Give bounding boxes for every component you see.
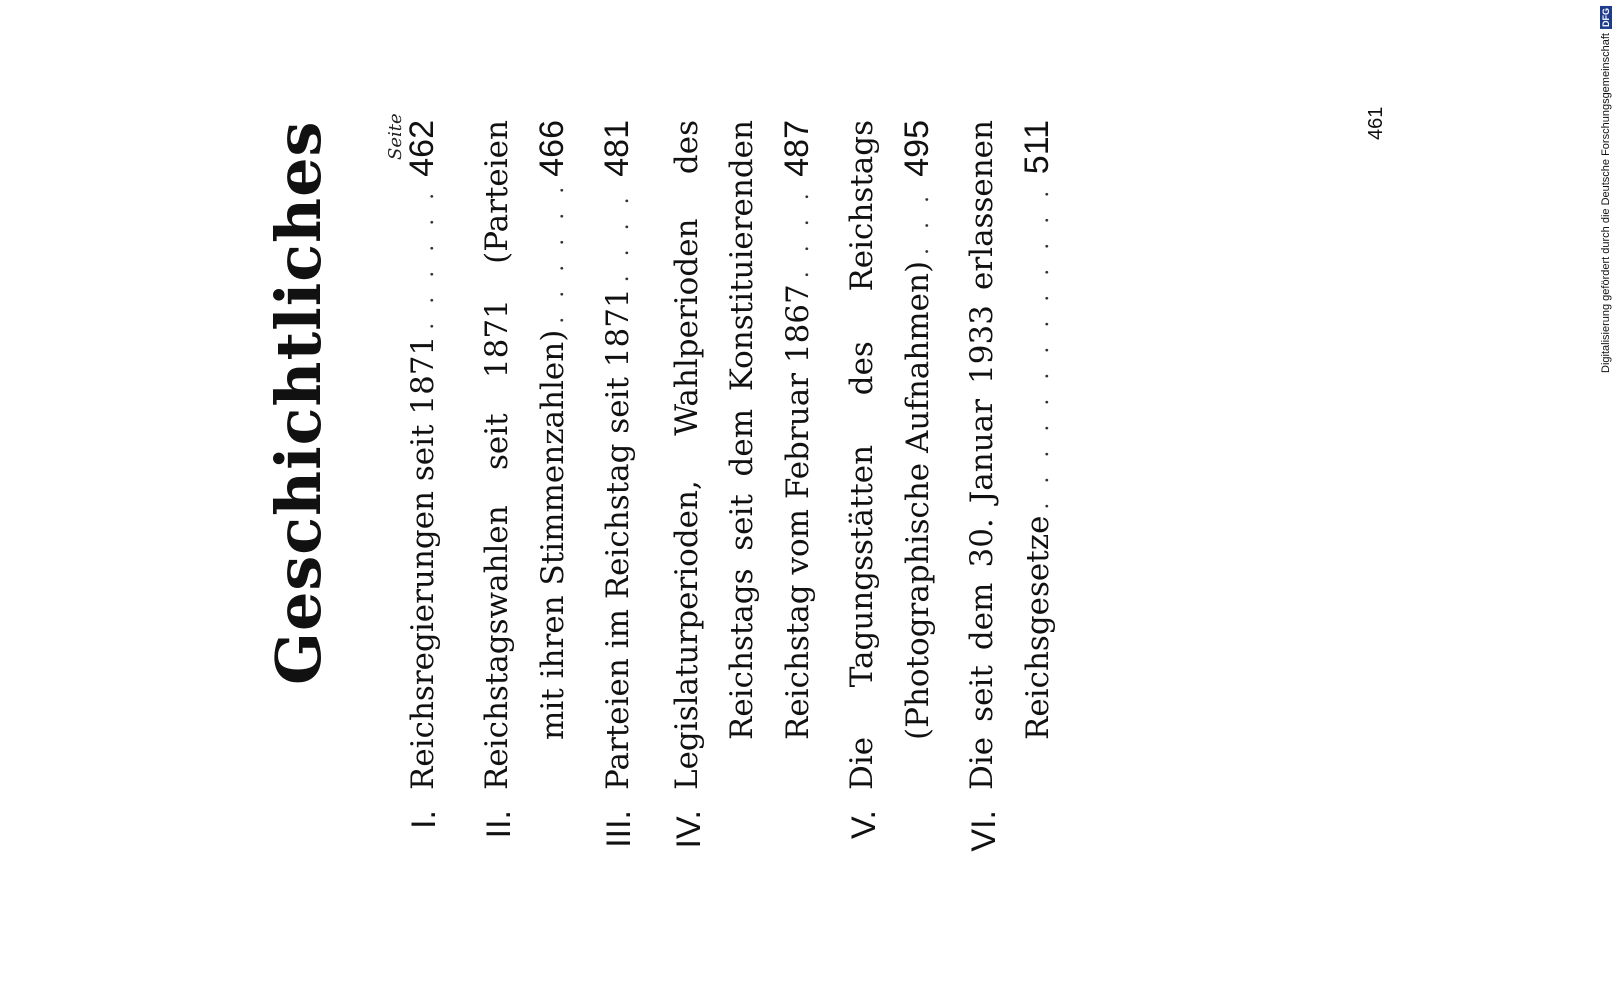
toc-entry-numeral: IV.	[670, 810, 708, 849]
toc-entry-title: Die Tagungsstätten des Reichstags	[844, 120, 880, 790]
toc-entry-page: 487	[778, 120, 816, 177]
toc-entry-numeral: I.	[405, 810, 443, 829]
toc-entry-title: (Photographische Aufnahmen)	[900, 260, 936, 740]
toc-entry-page: 462	[403, 120, 441, 177]
toc-entry-numeral: VI.	[965, 810, 1003, 852]
toc-entry-title: Reichsregierungen seit 1871	[405, 335, 441, 790]
dot-leader: . . . . . . . . . . . . . . . . . . . . …	[894, 186, 949, 255]
dot-leader: . . . . . . . . . . . . . . . . . . . . …	[529, 186, 584, 324]
toc-entry-page: 481	[598, 120, 636, 177]
toc-entry-numeral: II.	[480, 810, 518, 839]
page-number: 461	[1365, 106, 1387, 140]
toc-entry-title: Reichstags seit dem Konstituierenden	[724, 120, 760, 740]
toc-entry-page: 511	[1018, 120, 1056, 175]
toc-entry-title: Parteien im Reichstag seit 1871	[600, 288, 636, 790]
dot-leader: . . . . . . . . . . . . . . . . . . . . …	[594, 186, 649, 282]
toc-entry-title: Reichsgesetze	[1020, 515, 1056, 740]
credit-text: Digitalisierung gefördert durch die Deut…	[1600, 33, 1612, 373]
dot-leader: . . . . . . . . . . . . . . . . . . . . …	[1014, 186, 1069, 510]
dot-leader: . . . . . . . . . . . . . . . . . . . . …	[399, 186, 454, 330]
dfg-logo: DFG	[1600, 6, 1612, 29]
toc-entry-title: Legislaturperioden, Wahlperioden des	[669, 120, 705, 790]
dot-leader: . . . . . . . . . . . . . . . . . . . . …	[774, 186, 829, 278]
toc-entry-title: Die seit dem 30. Januar 1933 erlassenen	[964, 120, 1000, 790]
toc-entry-numeral: V.	[845, 810, 883, 840]
page-title: Geschichtliches	[262, 120, 335, 685]
toc-entry-title: Reichstag vom Februar 1867	[780, 284, 816, 740]
toc-entry-page: 495	[898, 120, 936, 177]
toc-entry-numeral: III.	[600, 810, 638, 848]
toc-entry-page: 466	[533, 120, 571, 177]
toc-entry-title: mit ihren Stimmenzahlen)	[535, 329, 571, 740]
toc-entry-title: Reichstagswahlen seit 1871 (Parteien	[479, 120, 515, 790]
digitization-credit: Digitalisierung gefördert durch die Deut…	[1600, 6, 1612, 373]
